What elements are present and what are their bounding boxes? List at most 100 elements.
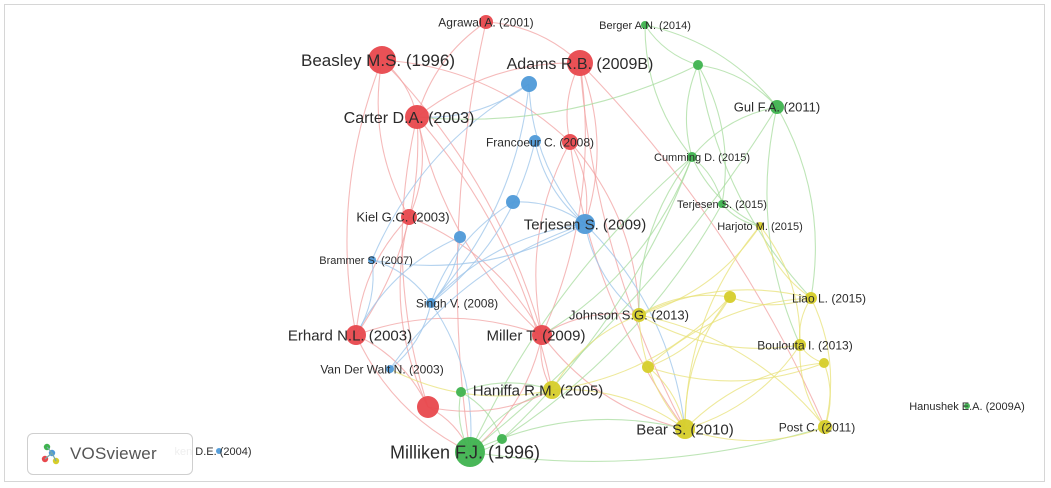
network-edge (685, 64, 699, 158)
node-u_blue4[interactable] (454, 231, 466, 243)
node-label-berger[interactable]: Berger A.N. (2014) (599, 20, 691, 32)
node-u_yellow1[interactable] (724, 291, 736, 303)
network-edge (684, 296, 731, 430)
node-hanushek[interactable] (964, 403, 970, 409)
node-francoeur[interactable] (562, 134, 578, 150)
node-berger[interactable] (641, 21, 649, 29)
network-edge (691, 156, 761, 227)
node-singh[interactable] (426, 298, 436, 308)
network-edge (416, 64, 699, 120)
network-edge (647, 362, 825, 382)
node-terjesen09[interactable] (575, 214, 595, 234)
node-label-milliken[interactable]: Milliken F.J. (1996) (390, 442, 540, 462)
network-edge (469, 418, 686, 453)
node-erhard[interactable] (346, 325, 366, 345)
network-map[interactable]: Agrawal A. (2001) Berger A.N. (2014) Beasl… (5, 5, 1045, 482)
node-label-terjesen09[interactable]: Terjesen S. (2009) (524, 216, 647, 233)
node-harjoto[interactable] (756, 222, 764, 230)
node-label-cumming[interactable]: Cumming D. (2015) (654, 152, 750, 164)
node-label-boulouta[interactable]: Boulouta I. (2013) (757, 338, 852, 352)
node-label-beasley[interactable]: Beasley M.S. (1996) (301, 51, 455, 70)
node-label-adams[interactable]: Adams R.B. (2009B) (507, 56, 654, 73)
node-label-haniffa[interactable]: Haniffa R.M. (2005) (473, 382, 604, 399)
network-edge (644, 24, 699, 66)
network-edge (430, 140, 536, 304)
node-label-agrawal[interactable]: Agrawal A. (2001) (438, 15, 533, 29)
network-edge (691, 106, 778, 158)
node-u_green3[interactable] (456, 387, 466, 397)
network-edge (408, 116, 423, 218)
node-brammer[interactable] (368, 256, 376, 264)
node-agrawal[interactable] (479, 15, 493, 29)
network-edge (469, 156, 693, 453)
node-u_green1[interactable] (693, 60, 703, 70)
node-label-bear[interactable]: Bear S. (2010) (636, 421, 734, 438)
network-edge (697, 64, 726, 205)
node-label-kiel[interactable]: Kiel G.C. (2003) (356, 210, 449, 225)
node-gul[interactable] (770, 100, 784, 114)
node-carter[interactable] (405, 105, 429, 129)
node-haniffa[interactable] (543, 381, 561, 399)
network-edge (501, 203, 723, 440)
network-edge (430, 201, 514, 304)
node-label-singh[interactable]: Singh V. (2008) (416, 296, 498, 310)
network-edge (638, 289, 812, 316)
network-edge (766, 106, 801, 346)
node-label-francoeur[interactable]: Francoeur C. (2008) (486, 135, 594, 149)
network-edge (416, 116, 553, 391)
node-milliken[interactable] (455, 437, 485, 467)
node-liao[interactable] (805, 292, 817, 304)
node-label-miller[interactable]: Miller T. (2009) (487, 327, 586, 344)
node-label-vanderwalt[interactable]: Van Der Walt N. (2003) (320, 362, 443, 376)
network-edge (460, 391, 503, 440)
node-kiel[interactable] (401, 209, 417, 225)
vosviewer-logo[interactable]: VOSviewer (27, 433, 193, 475)
node-u_red1[interactable] (417, 396, 439, 418)
network-edge (541, 156, 693, 336)
network-edge (569, 141, 686, 430)
node-miller[interactable] (532, 325, 552, 345)
node-label-hidden_e[interactable]: ken D.E. (2004) (174, 446, 251, 458)
node-u_blue1[interactable] (521, 76, 537, 92)
node-label-johnson[interactable]: Johnson S.G. (2013) (569, 308, 689, 323)
node-label-carter[interactable]: Carter D.A. (2003) (344, 110, 475, 127)
node-adams[interactable] (567, 50, 593, 76)
network-canvas[interactable]: Agrawal A. (2001) Berger A.N. (2014) Beasl… (4, 4, 1045, 482)
node-u_blue2[interactable] (506, 195, 520, 209)
network-edge (430, 83, 530, 304)
node-u_green2[interactable] (497, 434, 507, 444)
network-edge (579, 62, 686, 430)
node-u_yellow3[interactable] (819, 358, 829, 368)
network-edge (638, 156, 693, 316)
network-edge (528, 83, 586, 225)
node-label-liao[interactable]: Liao L. (2015) (792, 291, 866, 305)
node-beasley[interactable] (368, 46, 396, 74)
node-label-post[interactable]: Post C. (2011) (779, 420, 855, 434)
node-label-harjoto[interactable]: Harjoto M. (2015) (717, 221, 803, 233)
network-edge (534, 140, 586, 225)
network-edge (638, 314, 826, 428)
node-u_yellow2[interactable] (642, 361, 654, 373)
network-edge (691, 156, 723, 205)
node-label-terjesen15[interactable]: Terjesen S. (2015) (677, 199, 767, 211)
network-edge (799, 344, 826, 428)
node-bear[interactable] (675, 419, 695, 439)
node-post[interactable] (818, 420, 832, 434)
node-johnson[interactable] (632, 308, 646, 322)
node-label-gul[interactable]: Gul F.A. (2011) (734, 100, 820, 115)
node-label-brammer[interactable]: Brammer S. (2007) (319, 255, 413, 267)
network-edge (399, 216, 429, 408)
node-hidden_e[interactable] (216, 448, 222, 454)
network-edge (551, 314, 640, 391)
node-label-hanushek[interactable]: Hanushek E.A. (2009A) (909, 401, 1025, 413)
node-vanderwalt[interactable] (386, 365, 394, 373)
node-cumming[interactable] (687, 152, 697, 162)
node-u_blue3[interactable] (529, 135, 541, 147)
network-edge (381, 59, 543, 336)
node-boulouta[interactable] (794, 339, 806, 351)
network-edge (355, 317, 543, 336)
network-edge (377, 59, 410, 218)
node-label-erhard[interactable]: Erhard N.L. (2003) (288, 327, 412, 344)
network-edge (355, 259, 374, 336)
node-terjesen15[interactable] (718, 200, 726, 208)
